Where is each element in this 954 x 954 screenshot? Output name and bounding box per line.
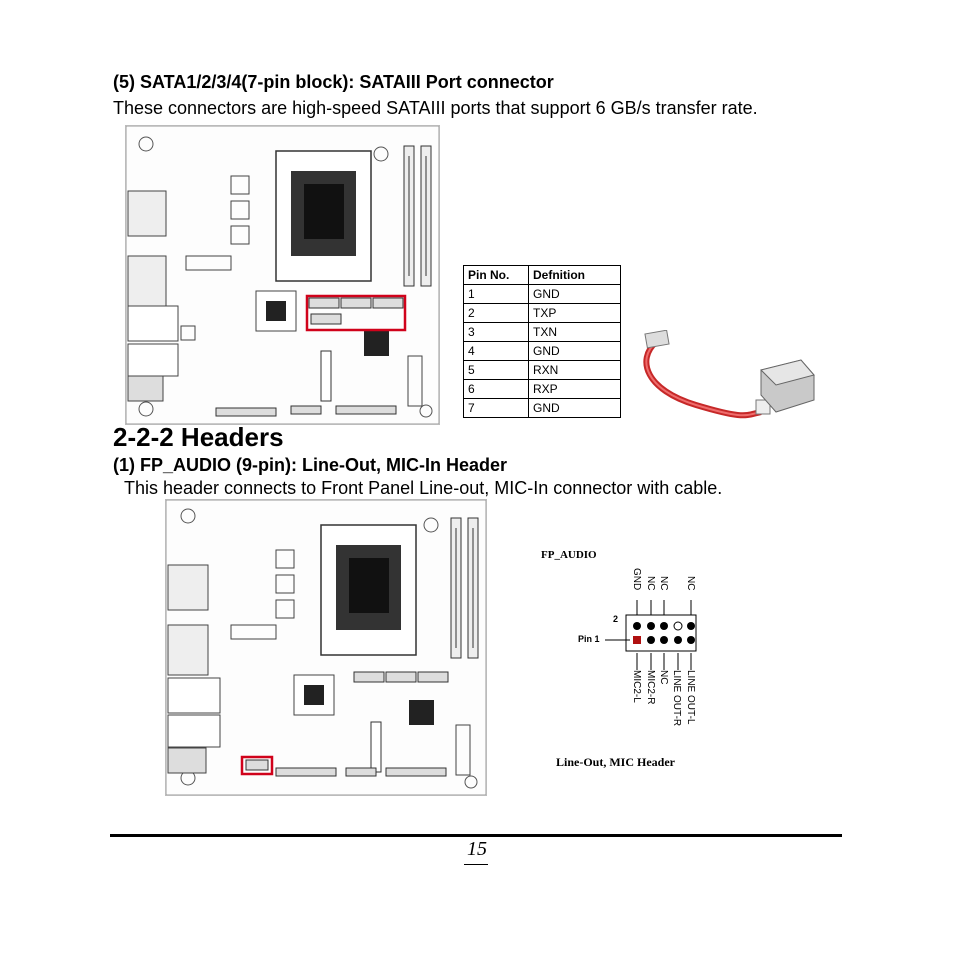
pin-number: 7 <box>463 398 529 418</box>
bottom-pin-label: MIC2-L <box>631 670 642 703</box>
top-pin-label: NC <box>685 576 696 591</box>
pin-number: 4 <box>463 341 529 361</box>
column-header: Defnition <box>528 265 621 285</box>
fp-audio-pin-diagram <box>605 600 697 670</box>
pin-1-label: Pin 1 <box>578 634 600 644</box>
pin-definition: GND <box>528 341 621 361</box>
fp-audio-description: This header connects to Front Panel Line… <box>124 478 723 498</box>
pin-number: 6 <box>463 379 529 399</box>
sata-cable-image <box>643 330 815 419</box>
top-pin-label: GND <box>631 568 642 591</box>
top-pin-label: NC <box>645 576 656 591</box>
pin-number: 1 <box>463 284 529 304</box>
bottom-pin-label: LINE OUT-L <box>685 670 696 725</box>
pin-definition: GND <box>528 398 621 418</box>
pin-definition: RXP <box>528 379 621 399</box>
top-pin-label: NC <box>658 576 669 591</box>
column-header: Pin No. <box>463 265 529 285</box>
page-number-underline <box>464 864 488 865</box>
sata-description: These connectors are high-speed SATAIII … <box>113 98 758 118</box>
sata-heading: (5) SATA1/2/3/4(7-pin block): SATAIII Po… <box>113 72 554 92</box>
motherboard-diagram-audio <box>165 499 487 796</box>
pin-number: 5 <box>463 360 529 380</box>
headers-section-title: 2-2-2 Headers <box>113 422 284 452</box>
footer-divider <box>110 834 842 837</box>
bottom-pin-label: MIC2-R <box>645 670 656 705</box>
fp-audio-heading: (1) FP_AUDIO (9-pin): Line-Out, MIC-In H… <box>113 455 507 475</box>
pin-number: 3 <box>463 322 529 342</box>
pin-2-label: 2 <box>613 614 619 624</box>
bottom-pin-label: NC <box>658 670 669 685</box>
pin-definition: TXP <box>528 303 621 323</box>
table-header-row: Pin No. Defnition <box>463 265 621 285</box>
pin-definition: GND <box>528 284 621 304</box>
motherboard-diagram-sata <box>125 125 440 425</box>
page-number: 15 <box>467 838 487 860</box>
fp-audio-title: FP_AUDIO <box>541 549 597 561</box>
bottom-pin-label: LINE OUT-R <box>671 670 682 727</box>
pin-definition: RXN <box>528 360 621 380</box>
pin-definition: TXN <box>528 322 621 342</box>
pin-number: 2 <box>463 303 529 323</box>
fp-audio-caption: Line-Out, MIC Header <box>556 755 675 769</box>
